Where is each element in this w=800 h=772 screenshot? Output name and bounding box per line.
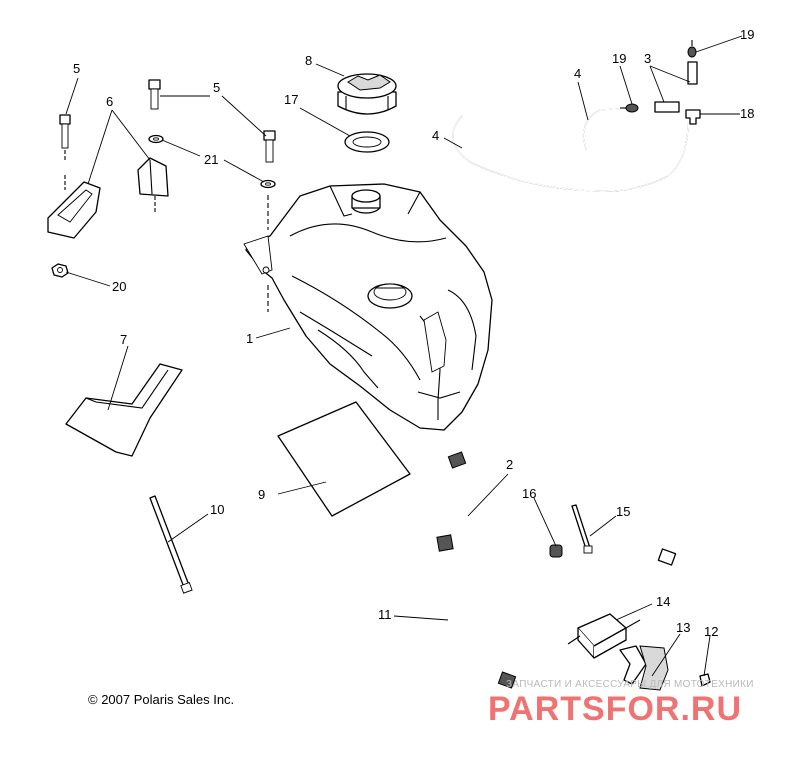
part-5-bolt-mid <box>148 79 161 110</box>
callout-15: 15 <box>616 504 630 519</box>
part-5-bolt-left <box>59 114 71 162</box>
part-1-fuel-tank <box>243 183 493 431</box>
part-21-washer-upper <box>148 134 164 144</box>
callout-14: 14 <box>656 594 670 609</box>
part-3-hose-mid <box>654 101 680 113</box>
callout-9: 9 <box>258 487 265 502</box>
part-8-fuel-cap <box>337 73 397 115</box>
callout-12: 12 <box>704 624 718 639</box>
callout-21: 21 <box>204 152 218 167</box>
part-15-strap <box>571 504 593 554</box>
part-10-strap <box>149 495 193 594</box>
part-12-fastener <box>699 673 711 687</box>
callout-17: 17 <box>284 92 298 107</box>
callout-4-long: 4 <box>432 128 439 143</box>
part-19-valve-top <box>687 40 697 58</box>
callout-5-right: 5 <box>213 80 220 95</box>
part-14-fuel-filter <box>567 613 641 659</box>
callout-18: 18 <box>740 106 754 121</box>
callout-16: 16 <box>522 486 536 501</box>
part-17-cap-gasket <box>344 131 390 153</box>
part-9-heat-shield-sheet <box>277 401 411 517</box>
callout-13: 13 <box>676 620 690 635</box>
part-11-fuel-line <box>436 534 517 689</box>
callout-11: 11 <box>378 607 392 622</box>
watermark-subtitle: ЗАПЧАСТИ И АКСЕССУАРЫ ДЛЯ МОТОТЕХНИКИ <box>506 679 754 690</box>
callout-19-left: 19 <box>612 51 626 66</box>
copyright-notice: © 2007 Polaris Sales Inc. <box>88 692 235 707</box>
callout-4-short: 4 <box>574 66 581 81</box>
callout-2: 2 <box>506 457 513 472</box>
part-7-tank-pad <box>65 363 183 457</box>
part-19-valve-left <box>620 103 639 113</box>
part-4-vent-line-short <box>583 107 629 151</box>
part-13-filter-bracket <box>619 645 669 691</box>
callout-3: 3 <box>644 51 651 66</box>
callout-5-left: 5 <box>73 61 80 76</box>
part-4-vent-line-long <box>452 115 689 192</box>
callout-10: 10 <box>210 502 224 517</box>
callout-7: 7 <box>120 332 127 347</box>
leader-lines <box>65 35 743 677</box>
part-20-nut <box>51 263 69 278</box>
watermark-brand: PARTSFOR.RU <box>488 690 743 728</box>
callout-8: 8 <box>305 53 312 68</box>
callout-19-top: 19 <box>740 27 754 42</box>
part-6-bracket-right <box>137 157 169 212</box>
part-6-bracket-left <box>47 175 101 239</box>
callout-20: 20 <box>112 279 126 294</box>
part-3-hose-top <box>687 61 698 85</box>
part-21-washer-lower <box>260 179 276 312</box>
part-18-tee <box>685 109 701 125</box>
part-16-clip <box>549 544 563 558</box>
callout-6: 6 <box>106 94 113 109</box>
callout-labels: 1 2 3 4 4 5 5 6 7 8 9 10 11 12 13 14 15 … <box>73 27 754 639</box>
callout-1: 1 <box>246 331 253 346</box>
part-5-bolt-right <box>263 130 276 163</box>
part-2-fuel-line <box>444 451 677 582</box>
